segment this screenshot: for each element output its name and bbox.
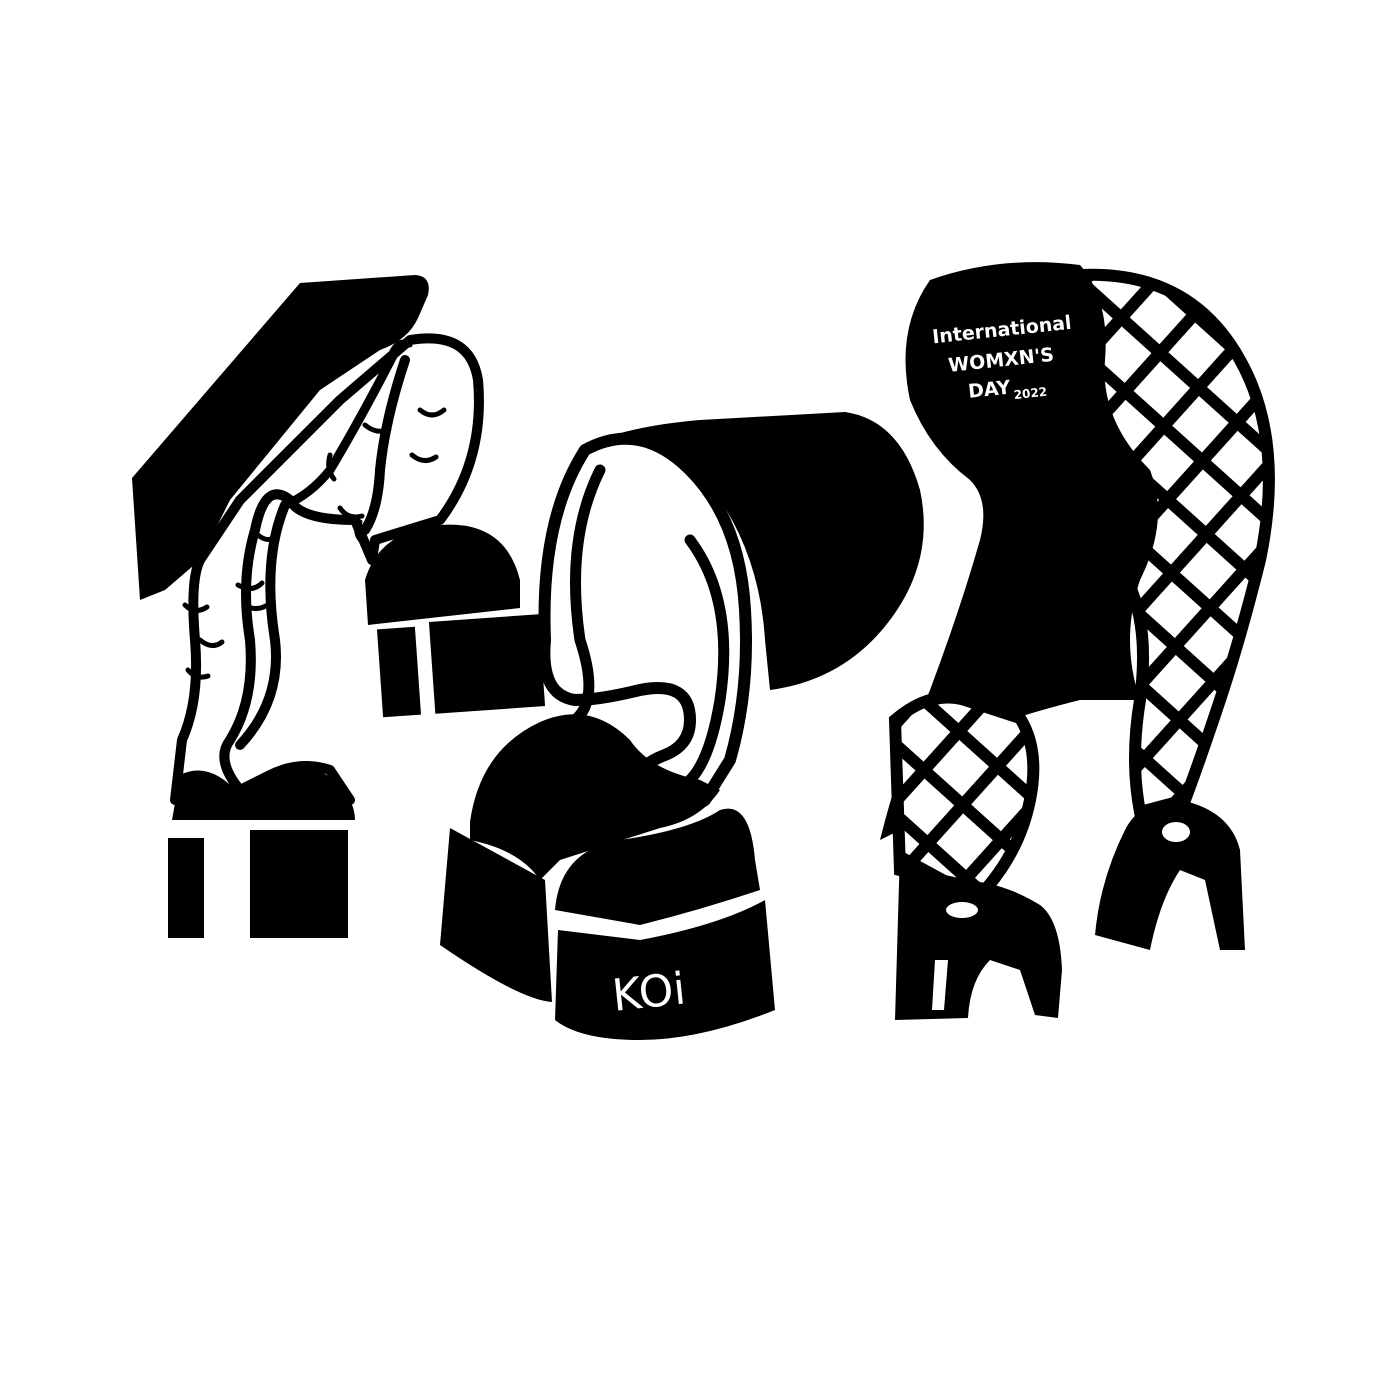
right-front-boot-hole	[946, 902, 978, 918]
left-eyelash-marks	[182, 339, 447, 680]
left-head-bow	[283, 349, 400, 510]
left-upper-boot	[365, 524, 520, 625]
figure-left	[132, 275, 546, 938]
left-lower-boot-heel-2	[250, 830, 348, 938]
left-hat-shape	[132, 275, 429, 600]
koi-signature: KOi	[610, 963, 688, 1021]
middle-body-blob	[598, 412, 924, 690]
middle-front-boot-platform	[440, 828, 552, 1002]
middle-rear-boot	[555, 808, 760, 925]
figure-right: International WOMXN'S DAY 2022	[880, 262, 1275, 1020]
right-fishnet-leg-front	[888, 691, 1040, 897]
right-front-boot-cutout	[932, 960, 948, 1010]
left-arm-curve	[360, 355, 410, 535]
middle-front-boot	[470, 714, 720, 880]
middle-rear-boot-platform	[555, 900, 775, 1040]
left-upper-boot-heel-2	[428, 614, 546, 714]
iwd-line-3: DAY	[967, 377, 1012, 403]
left-lower-boot	[172, 767, 355, 820]
left-lower-boot-heel-1	[168, 838, 204, 938]
right-back-boot-hole	[1162, 822, 1190, 842]
middle-arm-curve	[684, 534, 730, 786]
middle-inner-curve	[569, 464, 606, 726]
left-upper-boot-heel-1	[376, 626, 422, 718]
right-back-boot	[1095, 800, 1245, 950]
iwd-year: 2022	[1013, 385, 1048, 402]
figure-middle: KOi	[440, 412, 924, 1040]
